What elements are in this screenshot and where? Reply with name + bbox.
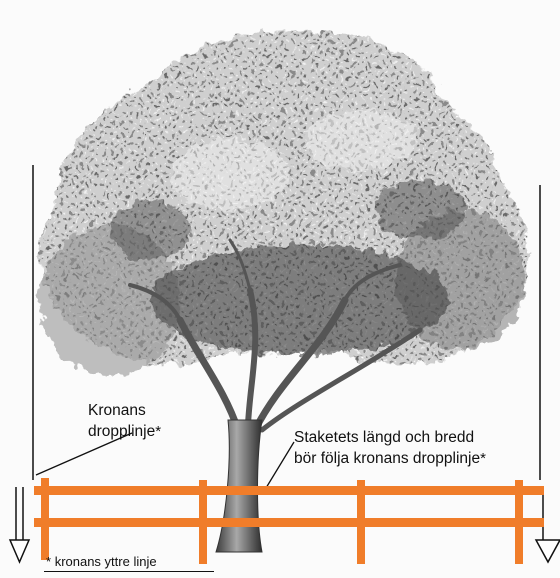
- fence-label-line2: bör följa kronans dropplinje: [294, 450, 480, 467]
- left-dripline-marker: [10, 165, 33, 562]
- dripline-asterisk: *: [155, 423, 161, 440]
- footnote-asterisk: *: [46, 554, 51, 569]
- fence-post: [199, 480, 207, 564]
- footnote: * kronans yttre linje: [46, 554, 157, 570]
- fence-asterisk: *: [480, 450, 486, 467]
- fence-post: [515, 480, 523, 564]
- right-dripline-marker: [536, 185, 560, 562]
- fence-post: [41, 478, 49, 560]
- fence-label: Staketets längd och bredd bör följa kron…: [294, 427, 486, 469]
- fence-post: [357, 480, 365, 564]
- fence: [34, 478, 544, 564]
- tree-canopy: [40, 30, 530, 375]
- dripline-label-line1: Kronans: [88, 400, 161, 421]
- dripline-label: Kronans dropplinje*: [88, 400, 161, 442]
- fence-leader: [266, 442, 294, 488]
- fence-rail-bottom: [34, 518, 544, 527]
- fence-rail-top: [34, 486, 544, 495]
- footnote-text: kronans yttre linje: [55, 554, 157, 569]
- dripline-label-line2: dropplinje: [88, 423, 155, 440]
- footnote-underline: [44, 571, 214, 572]
- fence-label-line1: Staketets längd och bredd: [294, 427, 486, 448]
